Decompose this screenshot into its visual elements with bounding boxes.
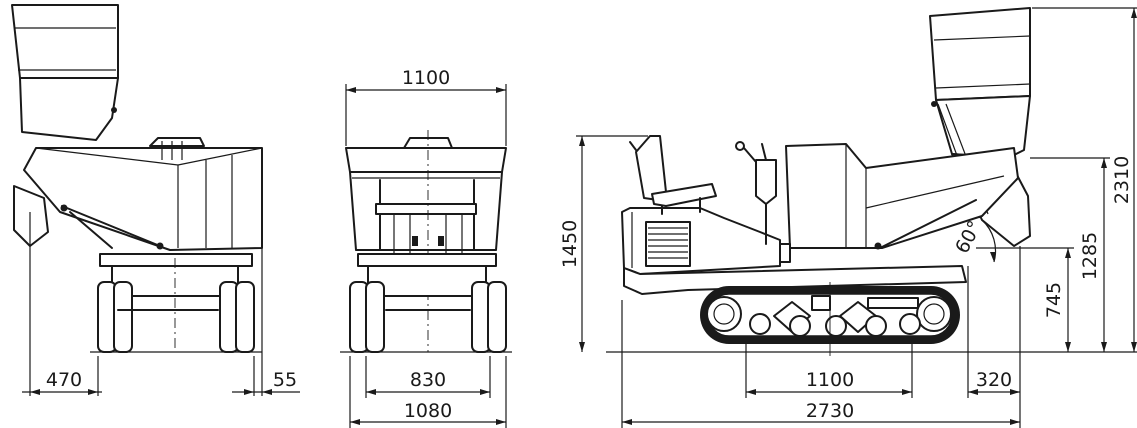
left-view-dimensions: 470 55 xyxy=(22,212,300,396)
side-view-dimensions: 1450 1100 320 2730 60° 745 xyxy=(559,7,1137,428)
dim-1450: 1450 xyxy=(559,220,581,268)
dim-55: 55 xyxy=(273,369,297,391)
dim-1080: 1080 xyxy=(404,400,452,422)
dim-1100-track: 1100 xyxy=(806,369,854,391)
dim-1285: 1285 xyxy=(1079,232,1101,280)
dim-320: 320 xyxy=(976,369,1012,391)
dim-1100-top: 1100 xyxy=(402,67,450,89)
dim-2730: 2730 xyxy=(806,400,854,422)
front-view-dimensions: 1100 830 1080 xyxy=(345,67,507,428)
dumping-rear-view xyxy=(11,4,263,353)
dim-745: 745 xyxy=(1043,282,1065,318)
side-view xyxy=(606,7,1031,356)
dim-470: 470 xyxy=(46,369,82,391)
dim-2310: 2310 xyxy=(1111,156,1133,204)
dim-830: 830 xyxy=(410,369,446,391)
front-view xyxy=(340,130,512,353)
